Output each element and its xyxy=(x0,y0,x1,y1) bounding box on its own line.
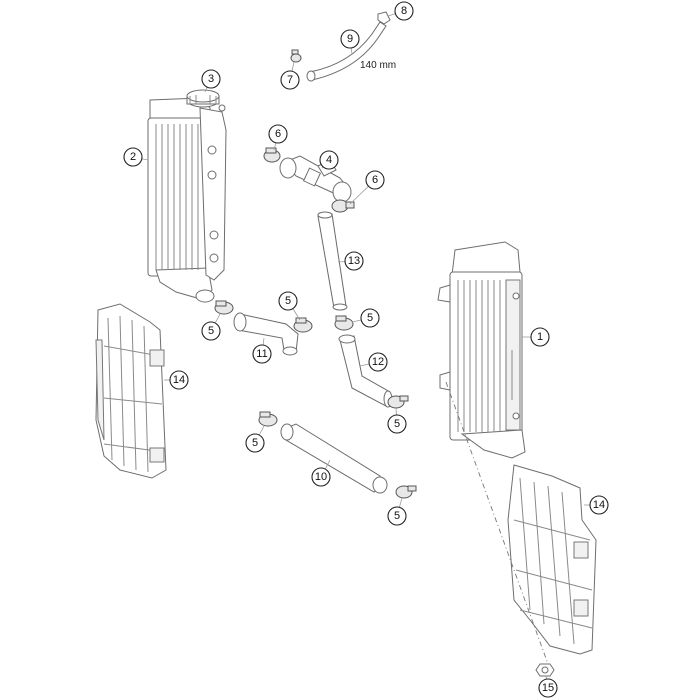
callout-1: 1 xyxy=(530,327,550,347)
callout-13: 13 xyxy=(344,251,364,271)
callout-7: 7 xyxy=(280,70,300,90)
callout-3: 3 xyxy=(201,69,221,89)
svg-text:5: 5 xyxy=(208,325,214,337)
callout-14a: 14 xyxy=(169,370,189,390)
hose-clamp-upper-left xyxy=(263,147,281,163)
callout-6b: 6 xyxy=(365,170,385,190)
svg-text:1: 1 xyxy=(537,331,543,343)
callout-6a: 6 xyxy=(268,124,288,144)
thermostat-housing xyxy=(279,155,352,203)
svg-text:10: 10 xyxy=(315,471,327,483)
callout-9: 9 xyxy=(340,29,360,49)
radiator-guard-left xyxy=(95,303,167,479)
svg-text:13: 13 xyxy=(348,255,360,267)
callout-2: 2 xyxy=(123,147,143,167)
radiator-left xyxy=(147,97,227,303)
svg-text:14: 14 xyxy=(173,374,185,386)
svg-text:5: 5 xyxy=(394,510,400,522)
assembly-alignment-line xyxy=(445,381,549,665)
callout-10: 10 xyxy=(311,467,331,487)
hose-breather xyxy=(306,11,391,82)
callout-15: 15 xyxy=(538,678,558,698)
svg-text:3: 3 xyxy=(208,73,214,85)
callout-11: 11 xyxy=(252,344,272,364)
hose-long xyxy=(280,423,388,494)
hose-clamp-5f xyxy=(395,485,417,499)
callout-8: 8 xyxy=(394,1,414,21)
hose-clamp-5b xyxy=(293,317,313,333)
radiator-right-fins xyxy=(457,280,501,432)
pipe-straight xyxy=(317,211,348,311)
hose-lower-right xyxy=(338,334,393,408)
svg-text:14: 14 xyxy=(593,499,605,511)
svg-text:6: 6 xyxy=(372,174,378,186)
callout-5c: 5 xyxy=(360,308,380,328)
hose-length-label: 140 mm xyxy=(360,60,396,71)
hose-clamp-5e xyxy=(258,411,278,427)
callout-5d: 5 xyxy=(387,414,407,434)
hose-lower-left xyxy=(233,312,299,356)
svg-text:15: 15 xyxy=(542,682,554,694)
svg-text:5: 5 xyxy=(252,437,258,449)
svg-text:6: 6 xyxy=(275,128,281,140)
radiator-guard-right xyxy=(507,464,597,655)
svg-text:5: 5 xyxy=(367,312,373,324)
svg-text:8: 8 xyxy=(401,5,407,17)
screw xyxy=(535,663,555,677)
callout-5a: 5 xyxy=(201,321,221,341)
hose-clamp-5d xyxy=(387,395,409,409)
radiator-right xyxy=(437,241,526,459)
svg-text:5: 5 xyxy=(285,295,291,307)
callout-5b: 5 xyxy=(278,291,298,311)
hose-clamp-upper-right xyxy=(331,199,355,213)
hose-clamp-small xyxy=(290,49,302,63)
callout-14b: 14 xyxy=(589,495,609,515)
svg-text:7: 7 xyxy=(287,74,293,86)
callout-5f: 5 xyxy=(387,506,407,526)
svg-text:2: 2 xyxy=(130,151,136,163)
svg-text:5: 5 xyxy=(394,418,400,430)
svg-text:9: 9 xyxy=(347,33,353,45)
radiator-left-fins xyxy=(155,124,199,270)
svg-text:11: 11 xyxy=(256,348,267,360)
hose-clamp-5c xyxy=(334,315,354,331)
svg-text:12: 12 xyxy=(372,356,384,368)
svg-text:4: 4 xyxy=(326,154,332,166)
hose-clamp-5a xyxy=(214,300,234,315)
callout-5e: 5 xyxy=(245,433,265,453)
radiator-cap xyxy=(186,89,226,112)
callout-4: 4 xyxy=(319,150,339,170)
callout-12: 12 xyxy=(368,352,388,372)
